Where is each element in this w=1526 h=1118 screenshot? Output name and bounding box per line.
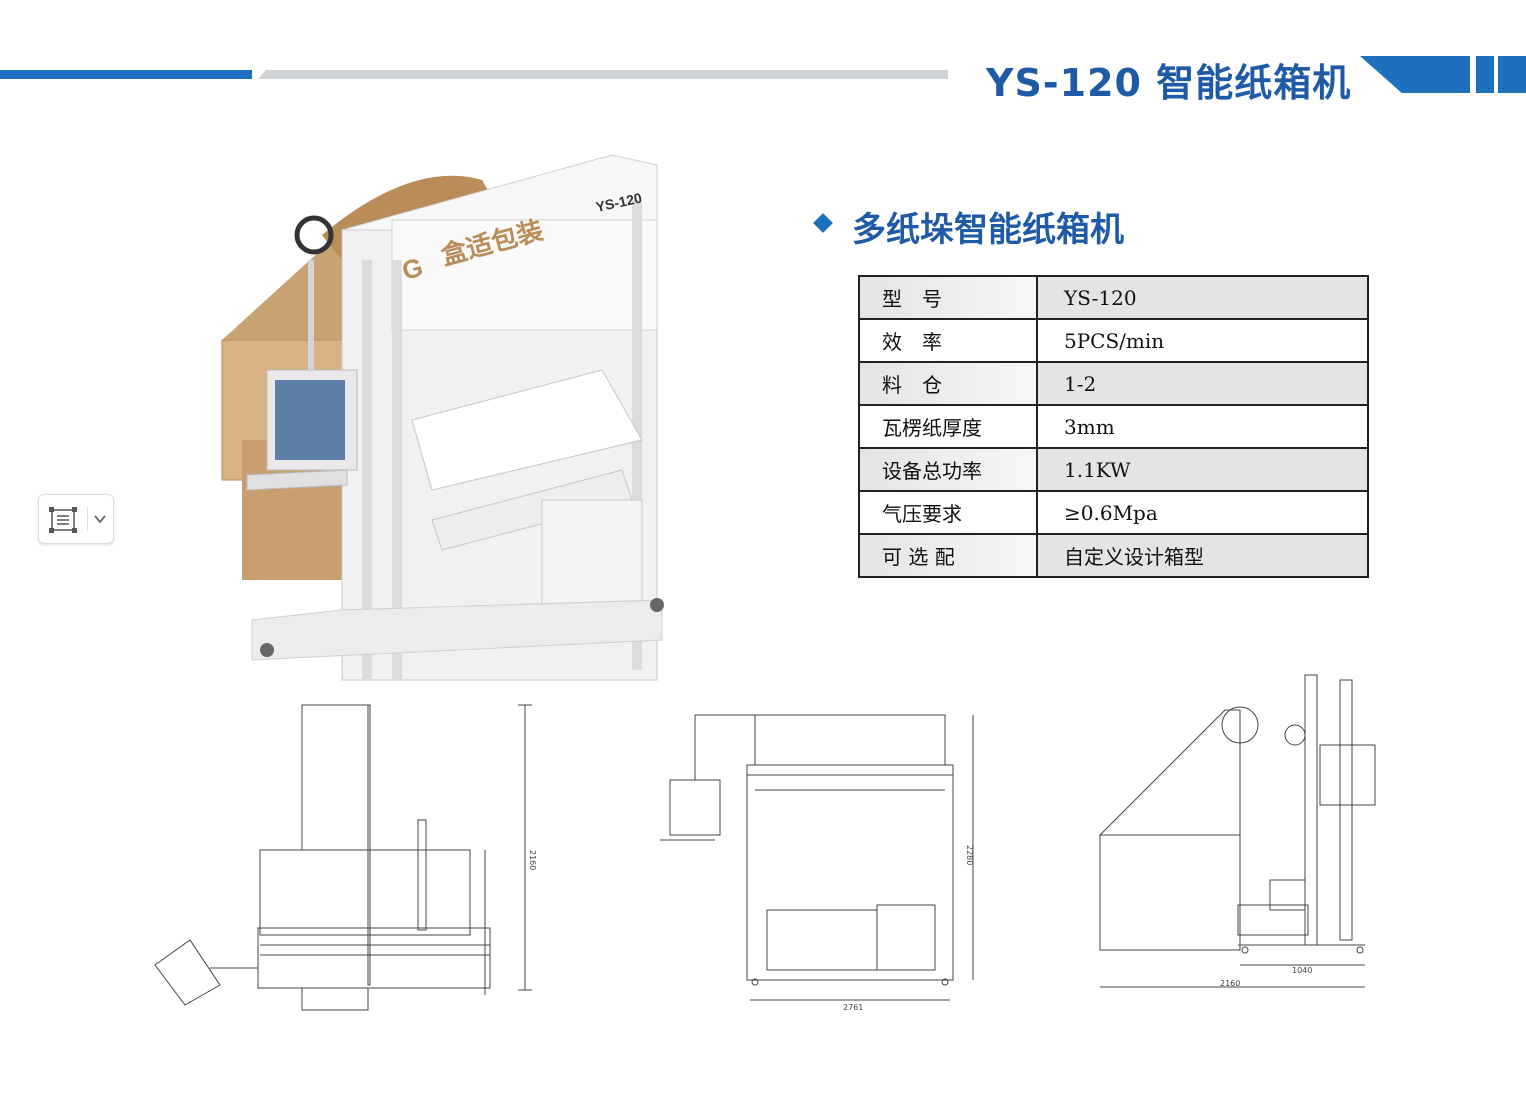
table-row: 料 仓 1-2: [858, 361, 1369, 406]
spec-label: 设备总功率: [858, 447, 1038, 492]
toolbar-separator: [87, 507, 88, 531]
spec-value: ≥0.6Mpa: [1036, 490, 1369, 535]
spec-label: 瓦楞纸厚度: [858, 404, 1038, 449]
spec-label: 型 号: [858, 275, 1038, 320]
side-depth-dim: 1040: [1292, 966, 1312, 975]
section-heading: 多纸垛智能纸箱机: [852, 210, 1124, 250]
chevron-down-icon[interactable]: [93, 511, 107, 530]
front-width-dim: 2761: [843, 1003, 863, 1012]
table-row: 气压要求 ≥0.6Mpa: [858, 490, 1369, 535]
side-view-drawing: 1040 2160: [1098, 674, 1376, 988]
table-row: 瓦楞纸厚度 3mm: [858, 404, 1369, 449]
table-row: 设备总功率 1.1KW: [858, 447, 1369, 492]
front-height-dim: 2280: [965, 845, 974, 865]
top-height-dim: 2160: [528, 850, 537, 870]
spec-value: 5PCS/min: [1036, 318, 1369, 363]
front-view-drawing: 2280 2761: [660, 714, 974, 1012]
header-block-1: [1476, 56, 1494, 93]
spec-label: 可 选 配: [858, 533, 1038, 578]
spec-value: 自定义设计箱型: [1036, 533, 1369, 578]
spec-value: 1-2: [1036, 361, 1369, 406]
spec-label: 气压要求: [858, 490, 1038, 535]
header-bar-grey: [258, 70, 948, 79]
page-title: YS-120 智能纸箱机: [986, 61, 1352, 105]
spec-value: YS-120: [1036, 275, 1369, 320]
machine-photo: G 盒适包装 YS-120: [221, 154, 664, 681]
spec-label: 料 仓: [858, 361, 1038, 406]
table-row: 型 号 YS-120: [858, 275, 1369, 320]
header-bar-right: [1360, 56, 1470, 93]
diamond-bullet-icon: [813, 213, 833, 233]
spec-label: 效 率: [858, 318, 1038, 363]
spec-value: 3mm: [1036, 404, 1369, 449]
floating-toolbar[interactable]: [38, 494, 114, 544]
top-view-drawing: 2160: [154, 704, 537, 1011]
crop-icon[interactable]: [49, 507, 77, 537]
header-bar-left: [0, 70, 252, 79]
spec-table: 型 号 YS-120 效 率 5PCS/min 料 仓 1-2 瓦楞纸厚度 3m…: [858, 275, 1369, 578]
table-row: 效 率 5PCS/min: [858, 318, 1369, 363]
header-block-2: [1498, 56, 1526, 93]
table-row: 可 选 配 自定义设计箱型: [858, 533, 1369, 578]
spec-value: 1.1KW: [1036, 447, 1369, 492]
side-length-dim: 2160: [1220, 979, 1240, 988]
